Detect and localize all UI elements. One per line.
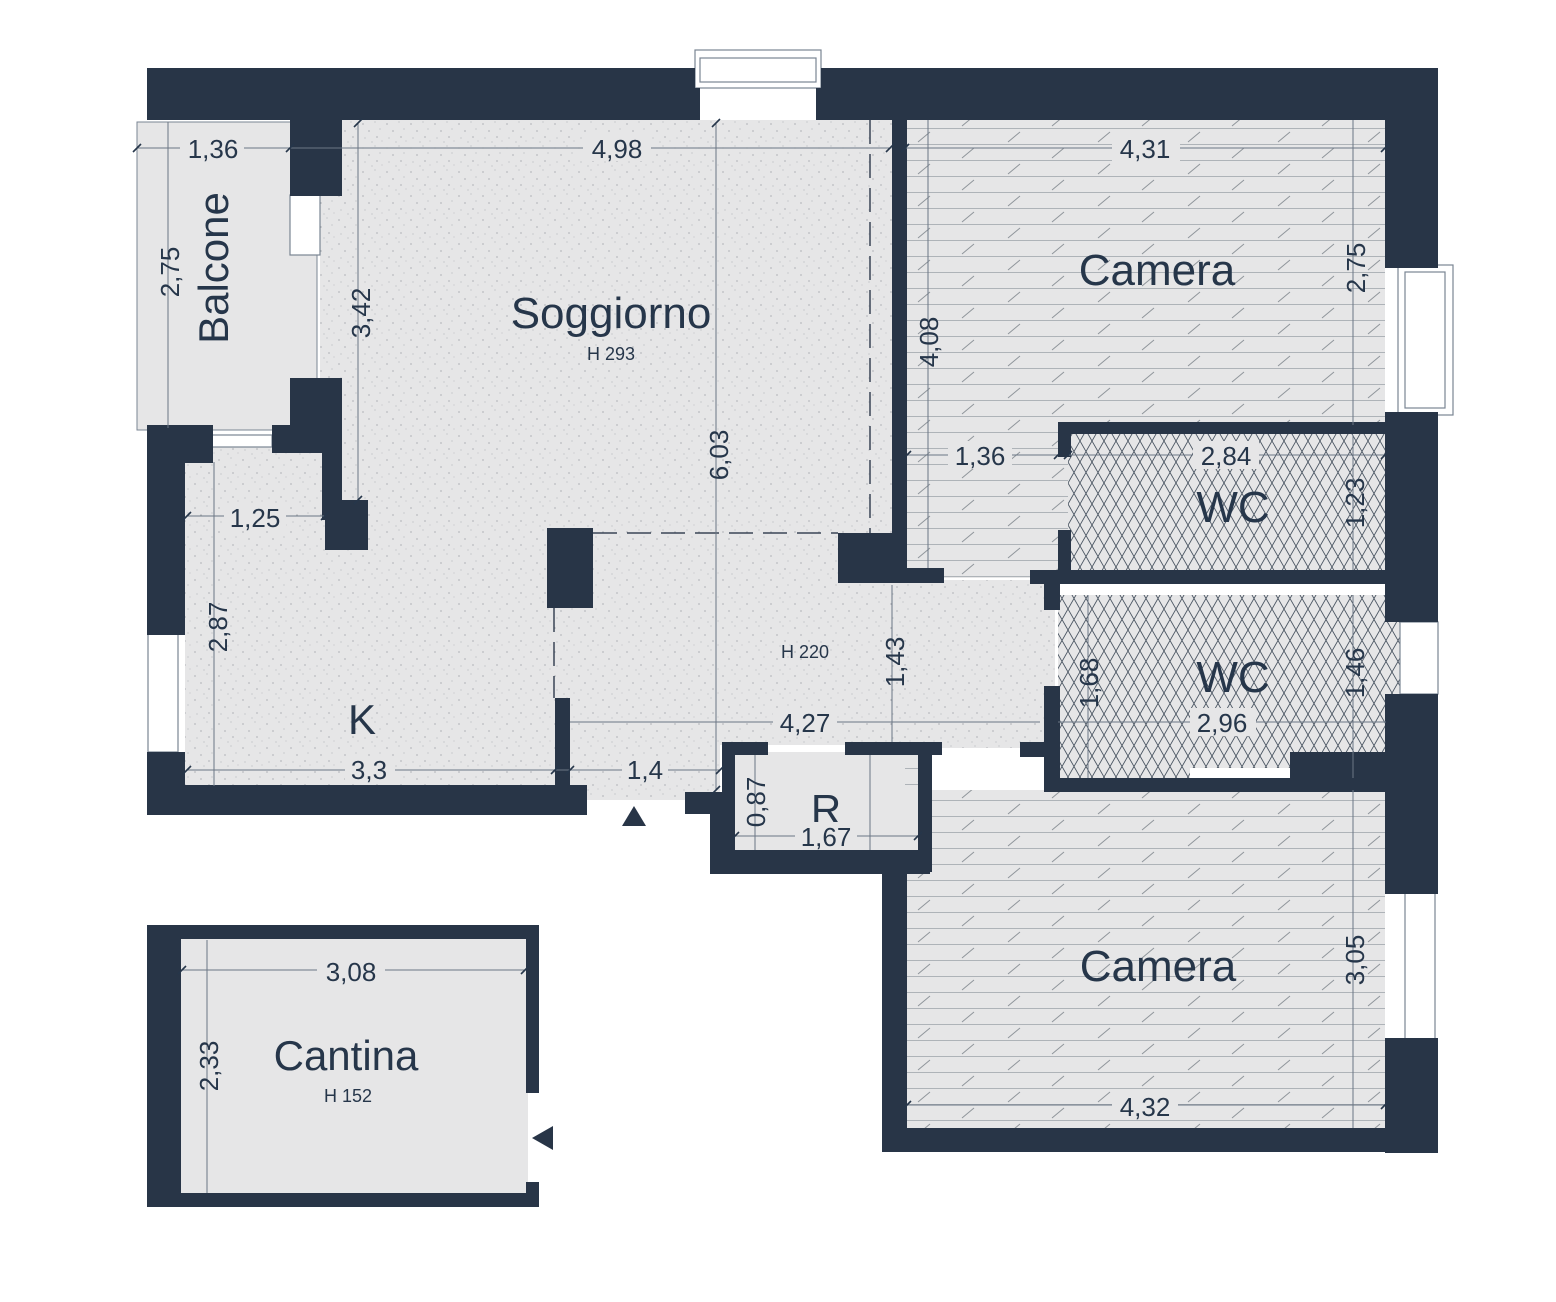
wall	[845, 742, 942, 755]
dim-corridor-height: 1,43	[880, 637, 910, 688]
wall	[1385, 412, 1438, 622]
dim-kitchen-width: 3,3	[351, 755, 387, 785]
dim-soggiorno-height: 3,42	[346, 288, 376, 339]
wall	[555, 698, 570, 815]
living-floor	[185, 120, 1055, 800]
wall	[892, 568, 944, 583]
window	[211, 434, 273, 448]
wall	[147, 925, 181, 1207]
room-height-soggiorno: H 293	[587, 344, 635, 364]
dim-cantina-width: 3,08	[326, 957, 377, 987]
wall	[147, 68, 695, 120]
room-height-corridor: H 220	[781, 642, 829, 662]
dim-cantina-height: 2,33	[194, 1041, 224, 1092]
wall	[147, 785, 587, 815]
dim-ripostiglio-height: 0,87	[741, 777, 771, 828]
wall	[710, 792, 735, 874]
balcone-floor	[136, 121, 318, 431]
wall	[1044, 686, 1060, 792]
room-height-cantina: H 152	[324, 1086, 372, 1106]
wall	[882, 862, 907, 1152]
wall	[1020, 742, 1050, 757]
dim-camera-top-height: 4,08	[914, 317, 944, 368]
dim-balcone-height: 2,75	[155, 247, 185, 298]
windows	[147, 49, 1454, 1041]
window	[1399, 621, 1439, 695]
wall	[1058, 422, 1071, 457]
window	[1404, 271, 1446, 409]
room-name-camera-top: Camera	[1079, 246, 1236, 295]
wall	[147, 925, 539, 939]
dim-entry-width: 1,4	[627, 755, 663, 785]
room-name-wc-top: WC	[1196, 483, 1269, 532]
dim-soggiorno-width: 4,98	[592, 134, 643, 164]
window	[1404, 891, 1436, 1041]
wall	[1398, 68, 1438, 268]
dim-balcone-width: 1,36	[188, 134, 239, 164]
dim-wc-top-height: 1,23	[1340, 478, 1370, 529]
wall	[1044, 582, 1060, 610]
window	[289, 194, 321, 256]
dim-camera-top-right: 2,75	[1341, 243, 1371, 294]
wall	[526, 1182, 539, 1207]
dim-living-depth: 6,03	[704, 430, 734, 481]
wall	[821, 68, 1438, 120]
wall	[892, 118, 907, 583]
dim-camera-bottom-width: 4,32	[1120, 1092, 1171, 1122]
room-name-kitchen: K	[348, 696, 376, 743]
wall	[1058, 422, 1398, 434]
dim-ripostiglio-width: 1,67	[801, 822, 852, 852]
wall	[547, 528, 593, 608]
room-labels: Soggiorno H 293 H 220 Balcone K Camera W…	[190, 192, 1270, 1106]
wall	[816, 88, 830, 120]
dim-wc-bottom-left: 1,68	[1074, 658, 1104, 709]
wall	[1385, 694, 1438, 894]
dim-kitchen-top: 1,25	[230, 503, 281, 533]
wall	[1290, 752, 1398, 782]
room-name-soggiorno: Soggiorno	[511, 289, 712, 338]
dimension-ticks	[132, 118, 1390, 1110]
wall	[1030, 570, 1398, 584]
dim-camera-top-nook: 1,36	[955, 441, 1006, 471]
wall	[526, 925, 539, 1093]
camera-bottom-floor	[905, 752, 1385, 1130]
dim-wc-bottom-width: 2,96	[1197, 708, 1248, 738]
dimension-labels: 1,36 2,75 4,98 3,42 6,03 1,25 2,87 3,3 1…	[155, 133, 1371, 1122]
room-name-balcone: Balcone	[190, 192, 237, 344]
room-name-wc-bottom: WC	[1196, 653, 1269, 702]
wall	[290, 118, 342, 196]
cantina-entrance-arrow-icon	[532, 1126, 553, 1150]
wall	[686, 88, 700, 120]
window	[699, 57, 817, 83]
dim-camera-bottom-height: 3,05	[1340, 935, 1370, 986]
dim-corridor-width: 4,27	[780, 708, 831, 738]
room-name-cantina: Cantina	[274, 1032, 419, 1079]
wall	[147, 68, 172, 118]
wall	[882, 1128, 1438, 1152]
room-name-camera-bottom: Camera	[1080, 942, 1237, 991]
wall	[918, 742, 932, 872]
wall	[147, 425, 185, 635]
dim-wc-bottom-height: 1,46	[1340, 648, 1370, 699]
walls	[147, 68, 1438, 1207]
wall	[325, 500, 368, 550]
wall	[147, 1193, 539, 1207]
wall	[1058, 530, 1071, 582]
wc-bottom-floor	[1058, 595, 1400, 778]
entrance-arrow-icon	[622, 806, 646, 826]
window	[147, 631, 179, 753]
dim-camera-top-width: 4,31	[1120, 134, 1171, 164]
dim-wc-top-width: 2,84	[1201, 441, 1252, 471]
dim-kitchen-height: 2,87	[203, 602, 233, 653]
